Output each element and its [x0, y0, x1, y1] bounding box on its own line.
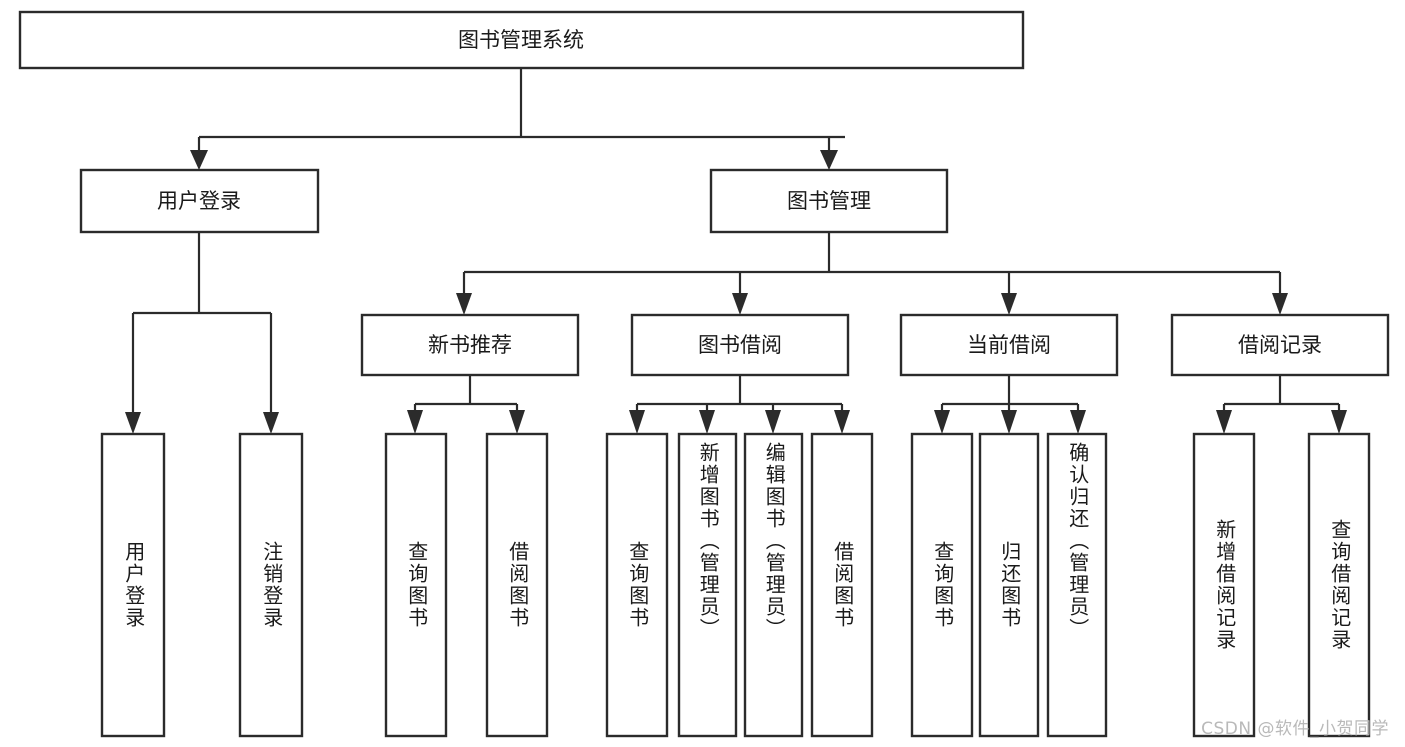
node-current-borrow[interactable]: 当前借阅 — [899, 313, 1119, 377]
leaf-add-record-box[interactable] — [1192, 432, 1256, 738]
node-book-manage-box[interactable] — [709, 168, 949, 234]
node-user-login-box[interactable] — [79, 168, 320, 234]
arrow-head-new-book-recommend — [456, 293, 472, 315]
arrow-head-user-login — [190, 150, 208, 170]
arrow-head-current-borrow — [1001, 293, 1017, 315]
leaf-node-layer — [100, 432, 1371, 738]
arrow-head-leaf-query-book-2 — [629, 410, 645, 434]
node-current-borrow-label: 当前借阅 — [967, 333, 1051, 357]
connector-layer — [125, 68, 1347, 434]
leaf-confirm-return-box[interactable] — [1046, 432, 1108, 738]
node-book-borrow-label: 图书借阅 — [698, 333, 782, 357]
node-borrow-record-box[interactable] — [1170, 313, 1390, 377]
arrow-head-leaf-logout-login — [263, 412, 279, 434]
leaf-query-record-box[interactable] — [1307, 432, 1371, 738]
arrow-head-leaf-add-record — [1216, 410, 1232, 434]
node-book-manage[interactable]: 图书管理 — [709, 168, 949, 234]
node-new-book-recommend[interactable]: 新书推荐 — [360, 313, 580, 377]
leaf-user-login-box[interactable] — [100, 432, 166, 738]
arrow-head-leaf-query-record — [1331, 410, 1347, 434]
node-borrow-record-label: 借阅记录 — [1238, 333, 1322, 357]
leaf-logout-login-box[interactable] — [238, 432, 304, 738]
leaf-return-book-box[interactable] — [978, 432, 1040, 738]
arrow-head-leaf-return-book — [1001, 410, 1017, 434]
leaf-borrow-book-1-box[interactable] — [485, 432, 549, 738]
node-root-label: 图书管理系统 — [458, 28, 584, 52]
csdn-watermark: CSDN @软件_小贺同学 — [1201, 719, 1389, 739]
arrow-head-book-borrow — [732, 293, 748, 315]
node-new-book-recommend-label: 新书推荐 — [428, 333, 512, 357]
node-user-login[interactable]: 用户登录 — [79, 168, 320, 234]
node-root[interactable]: 图书管理系统 — [18, 10, 1025, 70]
arrow-head-leaf-borrow-book-1 — [509, 410, 525, 434]
arrow-head-leaf-query-book-1 — [407, 410, 423, 434]
arrow-head-book-manage — [820, 150, 838, 170]
node-book-borrow[interactable]: 图书借阅 — [630, 313, 850, 377]
node-current-borrow-box[interactable] — [899, 313, 1119, 377]
node-borrow-record[interactable]: 借阅记录 — [1170, 313, 1390, 377]
arrow-head-leaf-add-book — [699, 410, 715, 434]
node-root-box[interactable] — [18, 10, 1025, 70]
leaf-edit-book-box[interactable] — [743, 432, 804, 738]
arrow-head-leaf-edit-book — [765, 410, 781, 434]
arrow-head-leaf-query-book-3 — [934, 410, 950, 434]
node-new-book-recommend-box[interactable] — [360, 313, 580, 377]
node-user-login-label: 用户登录 — [157, 189, 241, 213]
arrow-head-leaf-borrow-book-2 — [834, 410, 850, 434]
leaf-add-book-box[interactable] — [677, 432, 738, 738]
arrow-head-borrow-record — [1272, 293, 1288, 315]
arrow-head-leaf-confirm-return — [1070, 410, 1086, 434]
leaf-query-book-1-box[interactable] — [384, 432, 448, 738]
arrow-head-leaf-user-login — [125, 412, 141, 434]
leaf-query-book-2-box[interactable] — [605, 432, 669, 738]
leaf-query-book-3-box[interactable] — [910, 432, 974, 738]
leaf-borrow-book-2-box[interactable] — [810, 432, 874, 738]
node-book-manage-label: 图书管理 — [787, 189, 871, 213]
node-book-borrow-box[interactable] — [630, 313, 850, 377]
